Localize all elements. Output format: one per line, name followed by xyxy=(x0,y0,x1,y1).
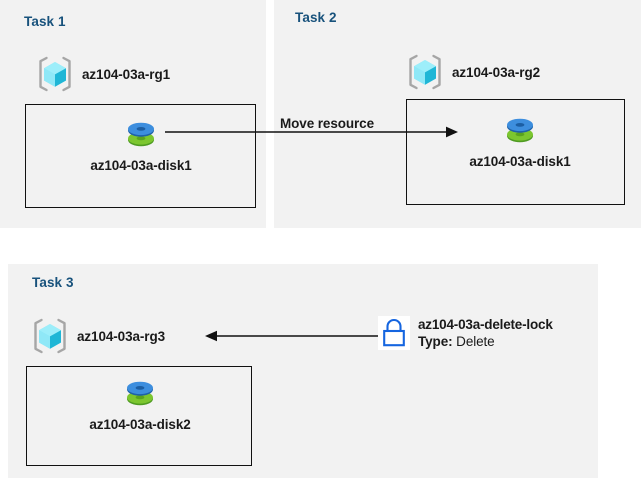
delete-lock-text: az104-03a-delete-lock Type: Delete xyxy=(418,316,553,350)
disk-node-disk2: az104-03a-disk2 xyxy=(80,373,200,432)
move-resource-label: Move resource xyxy=(280,116,374,131)
delete-lock-arrow xyxy=(205,330,380,342)
task-panel-title-task3: Task 3 xyxy=(32,275,74,290)
resource-group-icon xyxy=(39,56,71,92)
resource-box-task2 xyxy=(406,99,625,205)
padlock-icon xyxy=(383,318,405,347)
task-panel-task1 xyxy=(0,0,266,228)
move-resource-arrow xyxy=(165,126,458,138)
disk-label: az104-03a-disk1 xyxy=(469,154,571,169)
disk-node-disk1-target: az104-03a-disk1 xyxy=(460,110,580,169)
managed-disk-icon xyxy=(507,118,533,143)
managed-disk-icon xyxy=(127,381,153,406)
delete-lock-type-value: Delete xyxy=(456,334,495,349)
task-panel-task3 xyxy=(8,264,598,478)
resource-group-node-rg1: az104-03a-rg1 xyxy=(35,54,170,94)
task-panel-title-task2: Task 2 xyxy=(295,10,337,25)
disk-label: az104-03a-disk2 xyxy=(89,417,191,432)
delete-lock-name: az104-03a-delete-lock xyxy=(418,317,553,332)
resource-group-icon xyxy=(34,318,66,354)
disk-label: az104-03a-disk1 xyxy=(90,158,192,173)
managed-disk-icon xyxy=(128,122,154,147)
resource-group-label: az104-03a-rg3 xyxy=(77,328,166,344)
resource-group-icon xyxy=(409,54,441,90)
resource-group-node-rg2: az104-03a-rg2 xyxy=(405,52,540,92)
resource-box-task1 xyxy=(25,104,256,208)
resource-group-label: az104-03a-rg1 xyxy=(82,66,171,82)
resource-group-label: az104-03a-rg2 xyxy=(452,64,541,80)
disk-node-disk1-source: az104-03a-disk1 xyxy=(82,114,200,173)
task-panel-title-task1: Task 1 xyxy=(24,14,66,29)
task-panel-task2 xyxy=(274,0,641,228)
resource-box-task3 xyxy=(26,366,252,466)
resource-group-node-rg3: az104-03a-rg3 xyxy=(30,316,165,356)
delete-lock-type-label: Type: xyxy=(418,334,453,349)
delete-lock-node: az104-03a-delete-lock Type: Delete xyxy=(378,316,553,350)
padlock-icon-container xyxy=(378,316,410,350)
delete-lock-type: Type: Delete xyxy=(418,333,553,350)
